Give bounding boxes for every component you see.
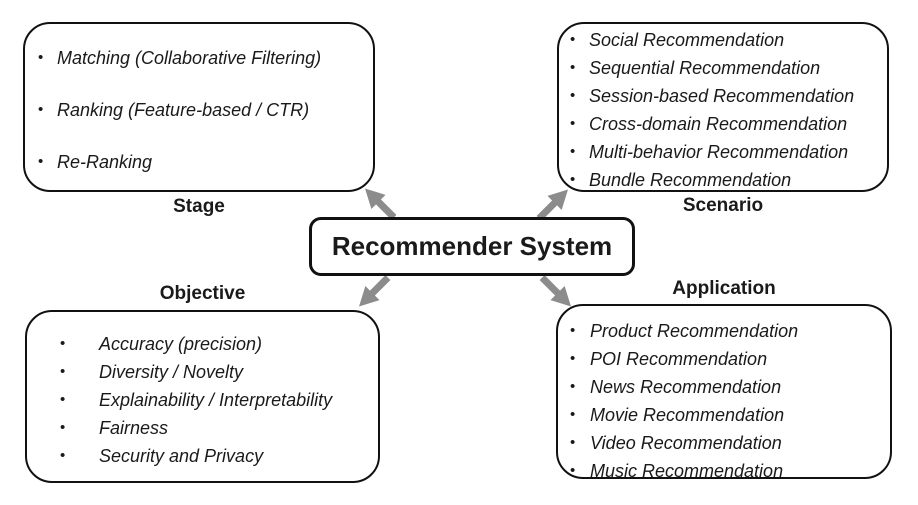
item-text: Security and Privacy bbox=[99, 446, 264, 466]
list-item: • Matching (Collaborative Filtering) bbox=[25, 44, 373, 72]
item-text: Matching (Collaborative Filtering) bbox=[57, 48, 322, 68]
bullet-icon: • bbox=[570, 31, 576, 48]
list-item: • Music Recommendation bbox=[558, 457, 890, 485]
list-item: • Sequential Recommendation bbox=[559, 54, 887, 82]
center-node-label: Recommender System bbox=[331, 231, 613, 261]
bullet-icon: • bbox=[570, 322, 576, 339]
arrow-up-right-icon bbox=[536, 189, 568, 221]
item-text: Product Recommendation bbox=[590, 321, 799, 341]
list-item: • Bundle Recommendation bbox=[559, 166, 887, 194]
item-text: Multi-behavior Recommendation bbox=[589, 142, 849, 162]
list-item: • Multi-behavior Recommendation bbox=[559, 138, 887, 166]
item-text: Music Recommendation bbox=[590, 461, 784, 481]
item-text: Cross-domain Recommendation bbox=[589, 114, 848, 134]
item-text: Session-based Recommendation bbox=[589, 86, 855, 106]
list-item: • Social Recommendation bbox=[559, 26, 887, 54]
item-text: Sequential Recommendation bbox=[589, 58, 821, 78]
stage-box: • Matching (Collaborative Filtering) • Ran… bbox=[23, 22, 375, 192]
list-item: • Re-Ranking bbox=[25, 148, 373, 176]
bullet-icon: • bbox=[60, 447, 66, 464]
bullet-icon: • bbox=[60, 391, 66, 408]
list-item: • News Recommendation bbox=[558, 373, 890, 401]
list-item: • Session-based Recommendation bbox=[559, 82, 887, 110]
list-item: • POI Recommendation bbox=[558, 345, 890, 373]
list-item: • Movie Recommendation bbox=[558, 401, 890, 429]
item-text: Explainability / Interpretability bbox=[99, 390, 333, 410]
stage-item-list: • Matching (Collaborative Filtering) • Ran… bbox=[25, 24, 373, 176]
bullet-icon: • bbox=[570, 59, 576, 76]
list-item: • Fairness bbox=[27, 414, 378, 442]
objective-label: Objective bbox=[159, 283, 246, 304]
arrow-down-right-icon bbox=[539, 275, 571, 307]
application-box: • Product Recommendation • POI Recommendat… bbox=[556, 304, 892, 481]
scenario-item-list: • Social Recommendation • Sequential Recom… bbox=[559, 24, 887, 194]
bullet-icon: • bbox=[570, 87, 576, 104]
list-item: • Accuracy (precision) bbox=[27, 330, 378, 358]
item-text: Re-Ranking bbox=[57, 152, 153, 172]
bullet-icon: • bbox=[60, 335, 66, 352]
list-item: • Explainability / Interpretability bbox=[27, 386, 378, 414]
bullet-icon: • bbox=[38, 101, 44, 118]
bullet-icon: • bbox=[60, 363, 66, 380]
list-item: • Security and Privacy bbox=[27, 442, 378, 470]
list-item: • Cross-domain Recommendation bbox=[559, 110, 887, 138]
item-text: Video Recommendation bbox=[590, 433, 782, 453]
bullet-icon: • bbox=[570, 350, 576, 367]
item-text: Social Recommendation bbox=[589, 30, 785, 50]
list-item: • Ranking (Feature-based / CTR) bbox=[25, 96, 373, 124]
bullet-icon: • bbox=[570, 462, 576, 479]
item-text: Diversity / Novelty bbox=[99, 362, 244, 382]
scenario-label: Scenario bbox=[682, 195, 764, 216]
application-label: Application bbox=[672, 278, 776, 299]
bullet-icon: • bbox=[570, 378, 576, 395]
objective-box: • Accuracy (precision) • Diversity / Novel… bbox=[25, 310, 380, 483]
stage-label: Stage bbox=[173, 196, 225, 217]
bullet-icon: • bbox=[60, 419, 66, 436]
list-item: • Video Recommendation bbox=[558, 429, 890, 457]
bullet-icon: • bbox=[570, 406, 576, 423]
bullet-icon: • bbox=[570, 171, 576, 188]
bullet-icon: • bbox=[570, 143, 576, 160]
bullet-icon: • bbox=[38, 49, 44, 66]
item-text: Ranking (Feature-based / CTR) bbox=[57, 100, 310, 120]
bullet-icon: • bbox=[570, 115, 576, 132]
item-text: News Recommendation bbox=[590, 377, 782, 397]
objective-item-list: • Accuracy (precision) • Diversity / Novel… bbox=[27, 312, 378, 470]
application-item-list: • Product Recommendation • POI Recommendat… bbox=[558, 306, 890, 485]
center-node: Recommender System bbox=[309, 217, 635, 276]
bullet-icon: • bbox=[570, 434, 576, 451]
item-text: Fairness bbox=[99, 418, 169, 438]
item-text: Movie Recommendation bbox=[590, 405, 785, 425]
scenario-box: • Social Recommendation • Sequential Recom… bbox=[557, 22, 889, 192]
item-text: POI Recommendation bbox=[590, 349, 768, 369]
bullet-icon: • bbox=[38, 153, 44, 170]
arrow-down-left-icon bbox=[359, 275, 391, 307]
list-item: • Diversity / Novelty bbox=[27, 358, 378, 386]
list-item: • Product Recommendation bbox=[558, 317, 890, 345]
arrow-up-left-icon bbox=[365, 188, 397, 220]
item-text: Bundle Recommendation bbox=[589, 170, 792, 190]
item-text: Accuracy (precision) bbox=[99, 334, 263, 354]
